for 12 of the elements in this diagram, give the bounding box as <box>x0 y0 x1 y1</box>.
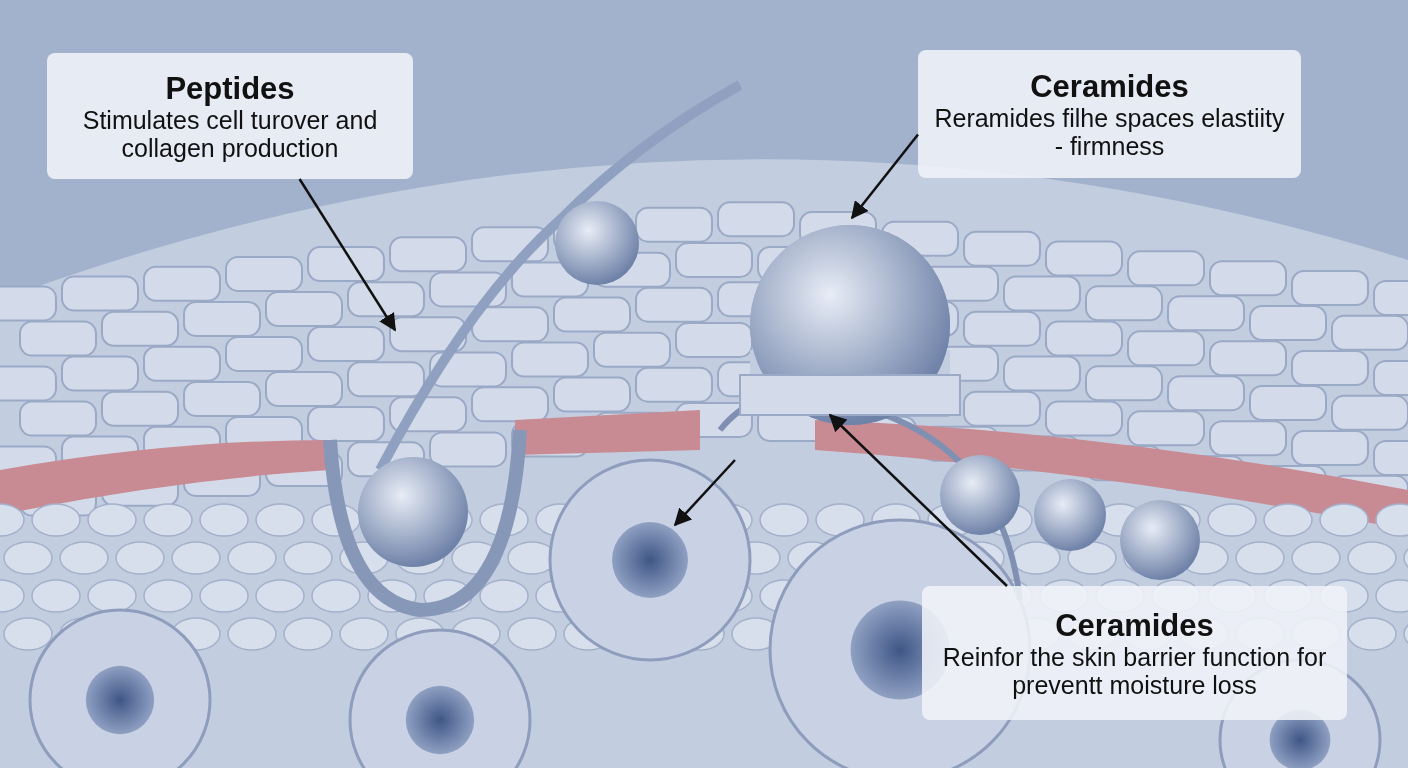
callout-description: Reinfor the skin barrier function for preventt moisture loss <box>941 644 1328 700</box>
callout-title: Peptides <box>165 69 295 108</box>
callout-title: Ceramides <box>1055 606 1214 645</box>
callout-box <box>922 586 1347 720</box>
leader-line <box>850 133 919 220</box>
callout-title: Ceramides <box>1030 67 1189 106</box>
leader-line <box>828 413 1008 587</box>
callout-description: Stimulates cell turover and collagen production <box>81 107 379 163</box>
callout-description: Reramides filhe spaces elastiity - firmness <box>933 105 1286 161</box>
leader-line <box>298 178 397 332</box>
callout-box <box>47 53 413 179</box>
callout-box <box>918 50 1301 178</box>
